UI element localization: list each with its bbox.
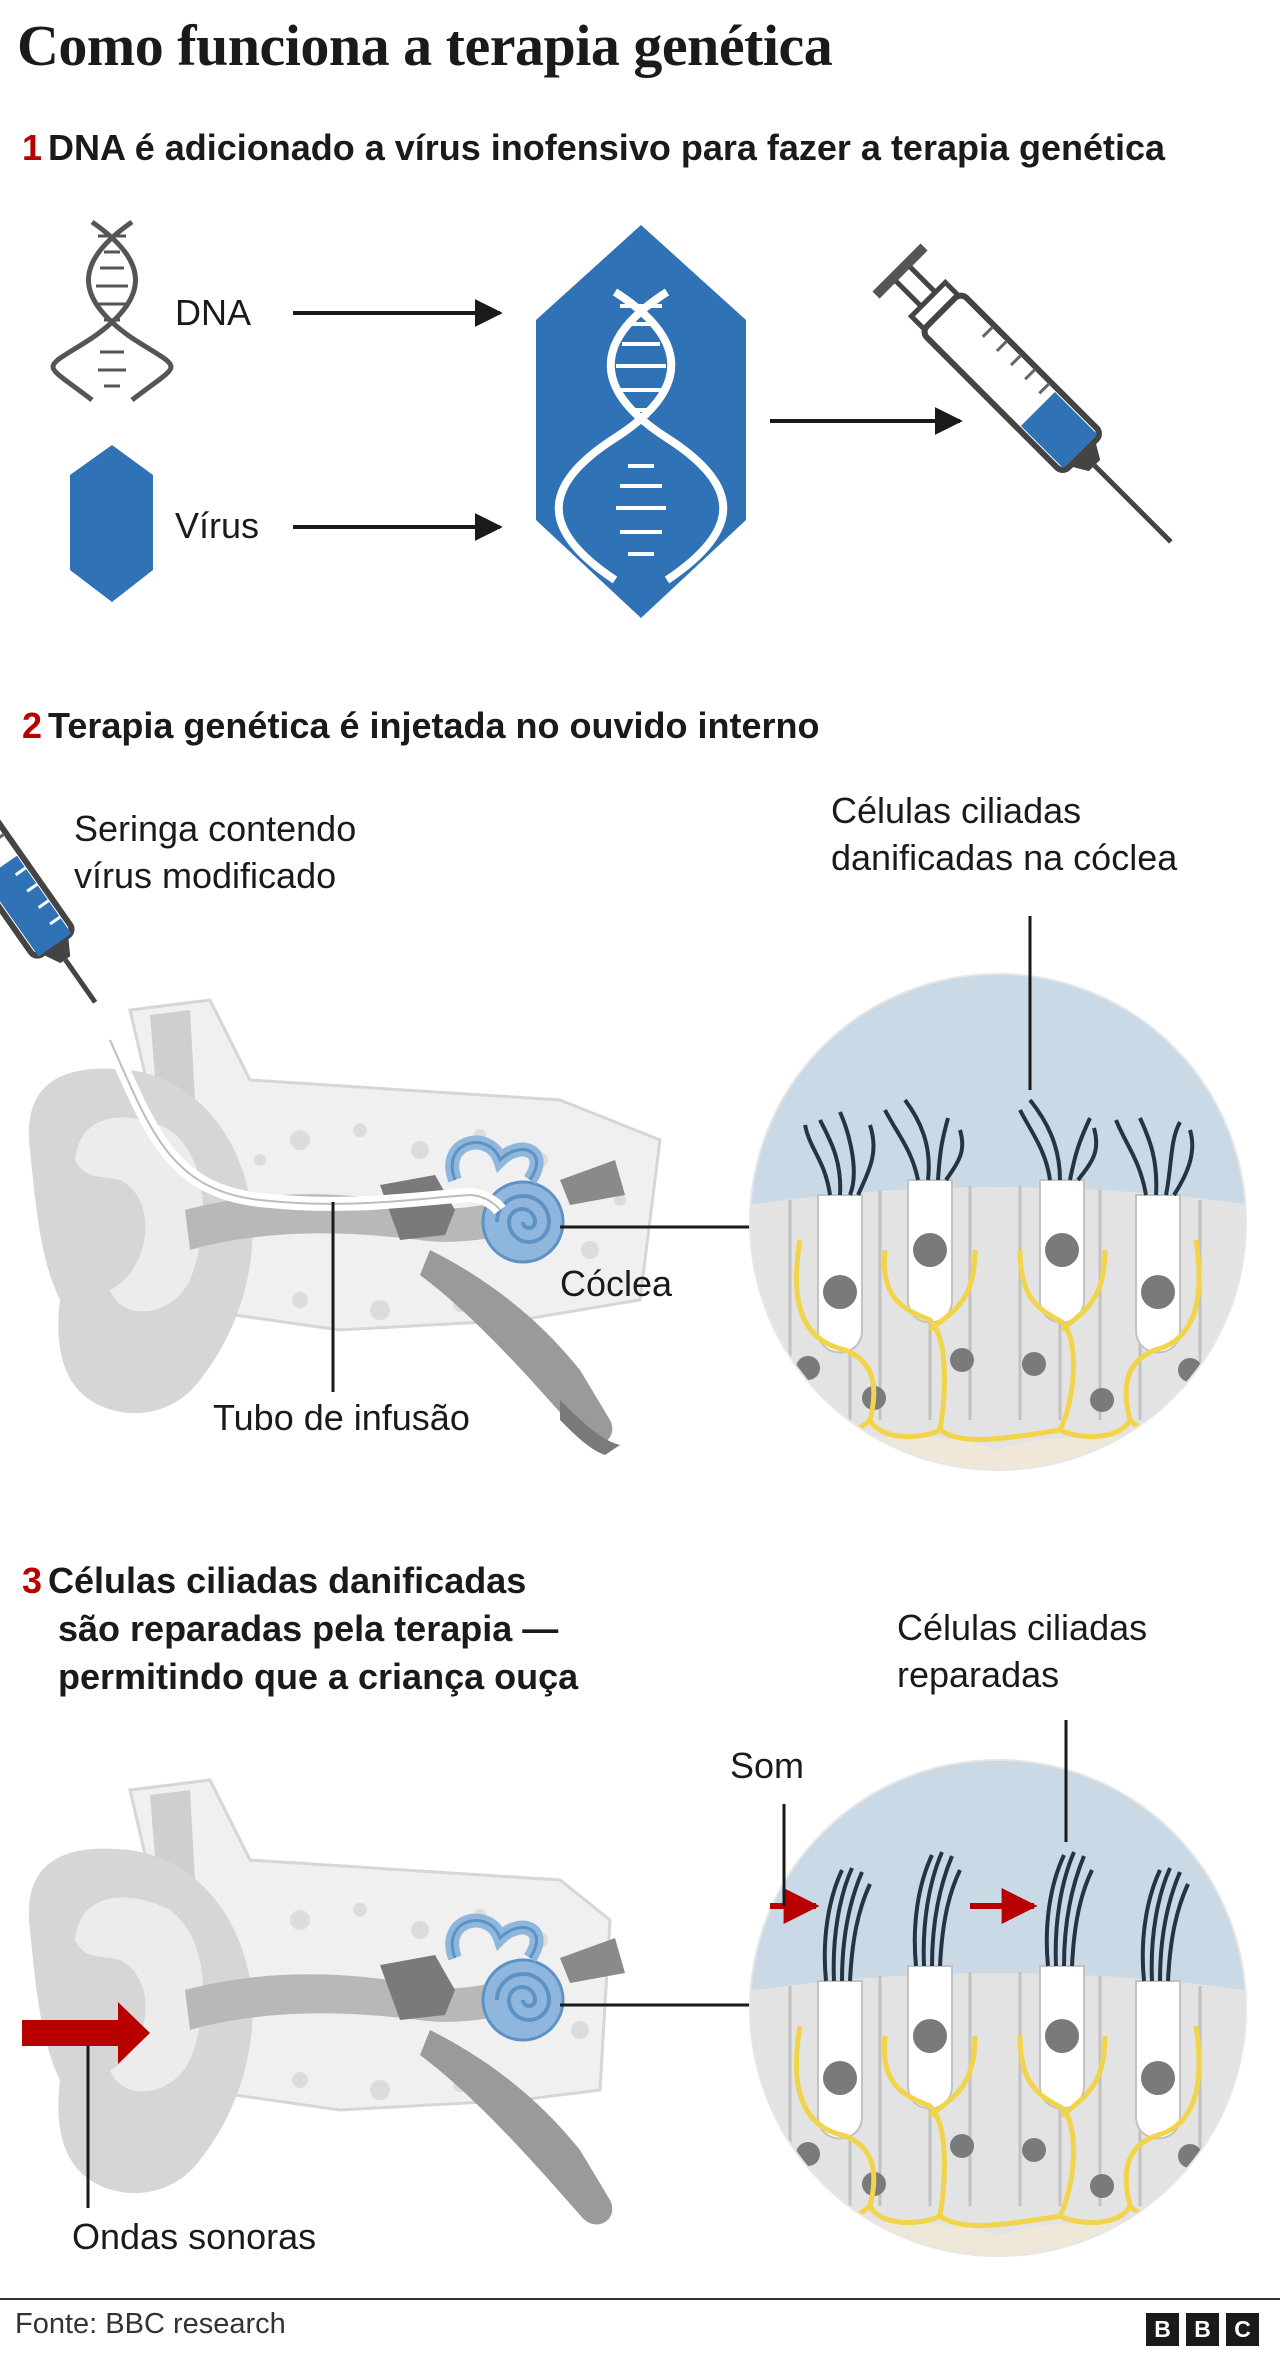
modified-virus-icon	[536, 225, 746, 618]
repaired-cells-circle	[750, 1760, 1246, 2256]
bbc-logo-b2: B	[1186, 2313, 1219, 2346]
label-cochlea: Cóclea	[560, 1263, 673, 1304]
cochlea-icon-2	[445, 1135, 565, 1264]
damaged-cells-circle	[750, 974, 1246, 1470]
step-3-number: 3	[22, 1560, 43, 1601]
label-sound: Som	[730, 1745, 805, 1786]
bbc-logo: B B C	[1146, 2313, 1259, 2346]
cochlea-icon-3	[445, 1913, 565, 2042]
ear-cross-section-3	[28, 1778, 625, 2225]
step-2-text: Terapia genética é injetada no ouvido in…	[48, 705, 820, 746]
sound-waves-arrow	[22, 2002, 150, 2064]
label-damaged-cells-line-1: Células ciliadas	[831, 790, 1082, 831]
label-damaged-cells-line-2: danificadas na cóclea	[831, 837, 1178, 878]
syringe-icon	[872, 243, 1173, 544]
label-sound-waves: Ondas sonoras	[72, 2216, 317, 2257]
label-dna: DNA	[175, 292, 252, 333]
bbc-logo-c: C	[1226, 2313, 1259, 2346]
dna-small-icon	[50, 219, 174, 402]
syringe-step2-icon	[0, 742, 98, 1004]
step-2-number: 2	[22, 705, 43, 746]
label-syringe-line-2: vírus modificado	[74, 855, 337, 896]
label-repaired-cells: Células ciliadas reparadas	[897, 1604, 1147, 1698]
footer-source: Fonte: BBC research	[15, 2308, 286, 2340]
virus-small-icon	[70, 445, 153, 602]
label-infusion-tube: Tubo de infusão	[213, 1397, 470, 1438]
step-3-text-line-3: permitindo que a criança ouça	[58, 1656, 579, 1697]
label-repaired-cells-line-1: Células ciliadas	[897, 1607, 1148, 1648]
step-3-text-line-2: são reparadas pela terapia —	[58, 1608, 559, 1649]
page-title: Como funciona a terapia genética	[17, 13, 833, 78]
label-virus: Vírus	[175, 505, 260, 546]
step-1-text: DNA é adicionado a vírus inofensivo para…	[48, 127, 1166, 168]
label-damaged-cells: Células ciliadas danificadas na cóclea	[831, 787, 1177, 881]
bbc-logo-b1: B	[1146, 2313, 1179, 2346]
label-repaired-cells-line-2: reparadas	[897, 1654, 1060, 1695]
step-1-number: 1	[22, 127, 43, 168]
label-syringe: Seringa contendo vírus modificado	[74, 805, 356, 899]
footer-divider	[0, 2298, 1280, 2300]
ear-cross-section-2	[28, 998, 662, 1455]
step-3-text-line-1: Células ciliadas danificadas	[48, 1560, 527, 1601]
label-syringe-line-1: Seringa contendo	[74, 808, 357, 849]
